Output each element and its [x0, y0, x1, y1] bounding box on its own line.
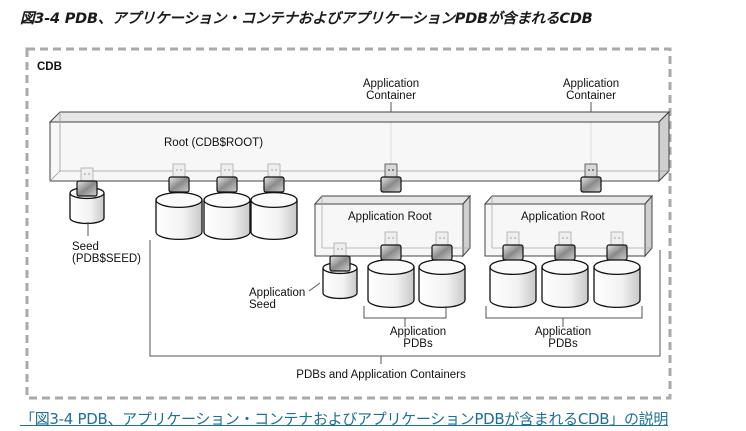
app-container-label-2: Application	[563, 78, 619, 90]
app2-pdb-1-cylinder	[489, 258, 537, 308]
cdb-label: CDB	[37, 61, 62, 73]
app-pdbs-label-2: Application	[535, 326, 591, 338]
app-seed-label: Application	[249, 287, 305, 299]
app-container-label-2b: Container	[566, 90, 616, 102]
app-pdbs-label-1: Application	[390, 326, 446, 338]
app-root-label-2: Application Root	[521, 211, 606, 223]
app-seed-label-b: Seed	[249, 299, 276, 311]
app-pdbs-label-2b: PDBs	[548, 338, 578, 350]
app2-pdb-3-plug-icon	[606, 231, 628, 261]
cdb-border	[25, 47, 672, 400]
app-pdbs-bracket-1	[363, 306, 447, 327]
app-seed-pdb-plug-icon	[329, 242, 351, 272]
app-pdbs-label-1b: PDBs	[403, 338, 433, 350]
app1-pdb-1-plug-icon	[380, 231, 402, 261]
seed-label-b: (PDB$SEED)	[72, 253, 141, 265]
app-container-1-plug-icon	[380, 163, 402, 193]
pdbs-bracket	[149, 240, 661, 364]
figure-title: 図3-4 PDB、アプリケーション・コンテナおよびアプリケーションPDBが含まれ…	[20, 11, 593, 27]
root-label: Root (CDB$ROOT)	[164, 137, 263, 149]
root-pdb-1-plug-icon	[168, 163, 190, 193]
app2-pdb-1-plug-icon	[502, 231, 524, 261]
root-box	[48, 110, 671, 183]
app-pdbs-bracket-2	[485, 306, 643, 327]
app-container-label-1b: Container	[366, 90, 416, 102]
app-container-2-plug-icon	[580, 163, 602, 193]
app2-pdb-2-cylinder	[541, 258, 589, 308]
app2-pdb-2-plug-icon	[554, 231, 576, 261]
root-pdb-2-plug-icon	[216, 163, 238, 193]
app-root-label-1: Application Root	[348, 211, 433, 223]
root-pdb-3-cylinder	[250, 191, 298, 240]
root-pdb-2-cylinder	[203, 191, 251, 240]
pdbs-and-app-containers-label: PDBs and Application Containers	[296, 369, 466, 381]
app1-pdb-2-cylinder	[418, 258, 466, 308]
app2-pdb-3-cylinder	[593, 258, 641, 308]
root-pdb-1-cylinder	[155, 191, 203, 240]
app1-pdb-2-plug-icon	[431, 231, 453, 261]
app1-pdb-1-cylinder	[367, 258, 415, 308]
figure-description-link[interactable]: 「図3-4 PDB、アプリケーション・コンテナおよびアプリケーションPDBが含ま…	[20, 410, 669, 428]
root-pdb-3-plug-icon	[263, 163, 285, 193]
app-container-label-1: Application	[363, 78, 419, 90]
seed-label: Seed	[72, 241, 99, 253]
seed-pdb-plug-icon	[76, 167, 98, 197]
